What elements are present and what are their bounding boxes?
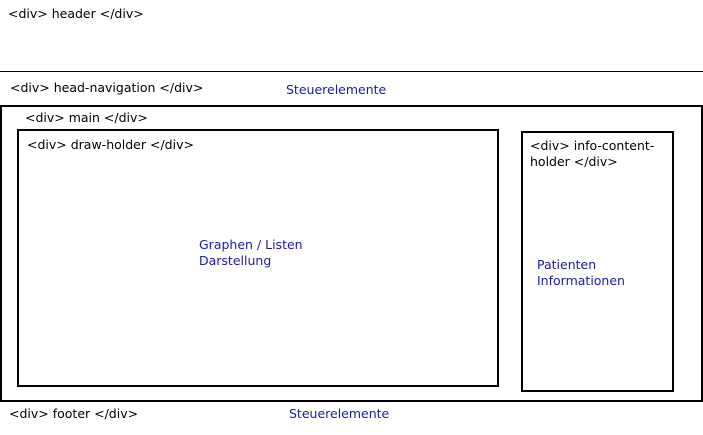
header-region: <div> header </div> (0, 0, 703, 73)
draw-holder-note-line1: Graphen / Listen (199, 237, 303, 252)
info-content-holder-region: <div> info-content- holder </div> Patien… (521, 131, 674, 392)
header-label: <div> header </div> (8, 6, 144, 21)
info-content-holder-label-line2: holder </div> (530, 154, 618, 169)
head-navigation-note: Steuerelemente (286, 82, 387, 97)
head-navigation-region: <div> head-navigation </div> Steuereleme… (0, 72, 703, 107)
footer-label: <div> footer </div> (9, 406, 139, 421)
info-content-holder-note-line1: Patienten (537, 257, 597, 272)
draw-holder-label: <div> draw-holder </div> (27, 137, 194, 152)
draw-holder-note-line2: Darstellung (199, 253, 272, 268)
info-content-holder-label-line1: <div> info-content- (530, 138, 655, 153)
main-label: <div> main </div> (25, 110, 148, 125)
footer-note: Steuerelemente (289, 406, 390, 421)
footer-region: <div> footer </div> Steuerelemente (0, 400, 703, 435)
info-content-holder-note-line2: Informationen (537, 273, 625, 288)
head-navigation-label: <div> head-navigation </div> (10, 80, 204, 95)
draw-holder-region: <div> draw-holder </div> Graphen / Liste… (17, 129, 499, 387)
